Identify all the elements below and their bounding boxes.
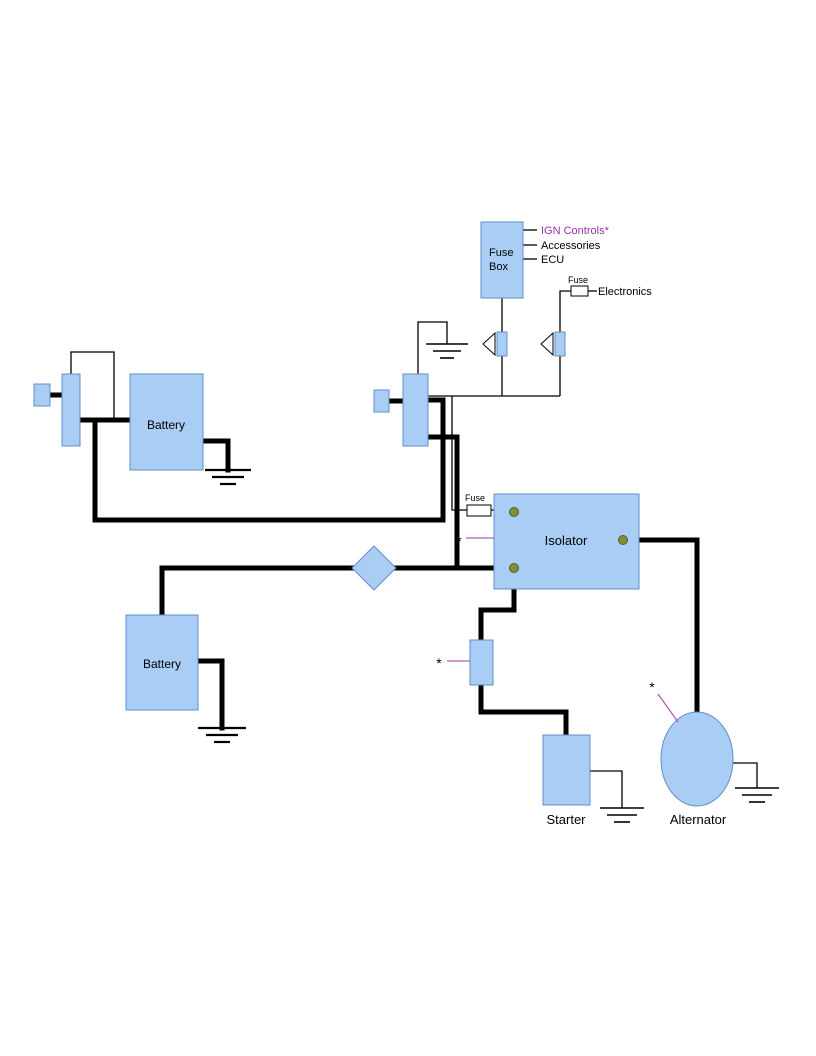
ecu-label: ECU	[541, 254, 564, 266]
starter-label: Starter	[546, 812, 586, 827]
cable-switch2-to-isolator	[426, 434, 460, 571]
cable-battery1-main-run	[92, 397, 446, 523]
connector2-body	[554, 331, 566, 357]
cable-isolator-to-fuseholder	[478, 569, 517, 643]
wire-starter-ground-lead	[590, 770, 623, 808]
electronics-fuse-label: Fuse	[568, 275, 588, 285]
fuse-box-label-line1: Fuse	[489, 247, 513, 259]
connector2-plug-icon	[540, 331, 554, 357]
switch2-tab	[373, 389, 390, 413]
wire-connector2-to-fuse	[559, 290, 571, 332]
wire-ign-feed-to-fuse	[451, 396, 467, 511]
ground-symbol-battery1	[205, 468, 251, 486]
fuse-box-shape	[480, 221, 524, 299]
ground-symbol-battery2	[198, 726, 246, 744]
wire-alternator-ground-lead	[733, 762, 758, 788]
wire-switch2-ground-lead	[417, 321, 448, 374]
ground-symbol-chassis	[426, 343, 468, 359]
cable-junction-to-battery2	[159, 565, 355, 618]
inline-fuseholder-shape	[469, 639, 494, 686]
asterisk-fuseholder: *	[436, 655, 442, 671]
isolator-terminal-ign	[509, 507, 519, 517]
ground-symbol-starter	[600, 807, 644, 823]
battery2-label: Battery	[143, 657, 181, 671]
alternator-shape	[660, 711, 734, 807]
switch2-body	[402, 373, 429, 447]
alternator-label: Alternator	[670, 812, 727, 827]
wire-switch1-sense-loop	[70, 351, 115, 419]
junction-diamond	[351, 545, 397, 591]
cable-fuseholder-to-starter	[478, 682, 569, 738]
cable-isolator-to-alternator	[620, 537, 700, 714]
isolator-terminal-alternator	[618, 535, 628, 545]
ign-controls-label: IGN Controls*	[541, 225, 610, 237]
cable-battery1-to-ground	[200, 438, 231, 473]
isolator-terminal-battery	[509, 563, 519, 573]
isolator-label: Isolator	[545, 533, 588, 548]
accessories-label: Accessories	[541, 240, 601, 252]
switch1-tab	[33, 383, 51, 407]
ground-symbol-alternator	[735, 787, 779, 803]
battery1-label: Battery	[147, 418, 185, 432]
asterisk-alternator: *	[649, 679, 655, 695]
switch1-body	[61, 373, 81, 447]
annotation-line-alternator	[657, 693, 679, 723]
isolator-fuse-label: Fuse	[465, 493, 485, 503]
battery2-shape	[125, 614, 199, 711]
battery1-shape	[129, 373, 204, 471]
asterisk-isolator: *	[456, 533, 462, 549]
electronics-fuse-shape	[570, 285, 589, 297]
cable-battery2-to-ground	[195, 658, 225, 731]
connector1-body	[496, 331, 508, 357]
isolator-fuse-shape	[466, 504, 492, 517]
fuse-box-label-line2: Box	[489, 261, 508, 273]
starter-shape	[542, 734, 591, 806]
electronics-label: Electronics	[598, 286, 652, 298]
connector1-plug-icon	[482, 331, 496, 357]
